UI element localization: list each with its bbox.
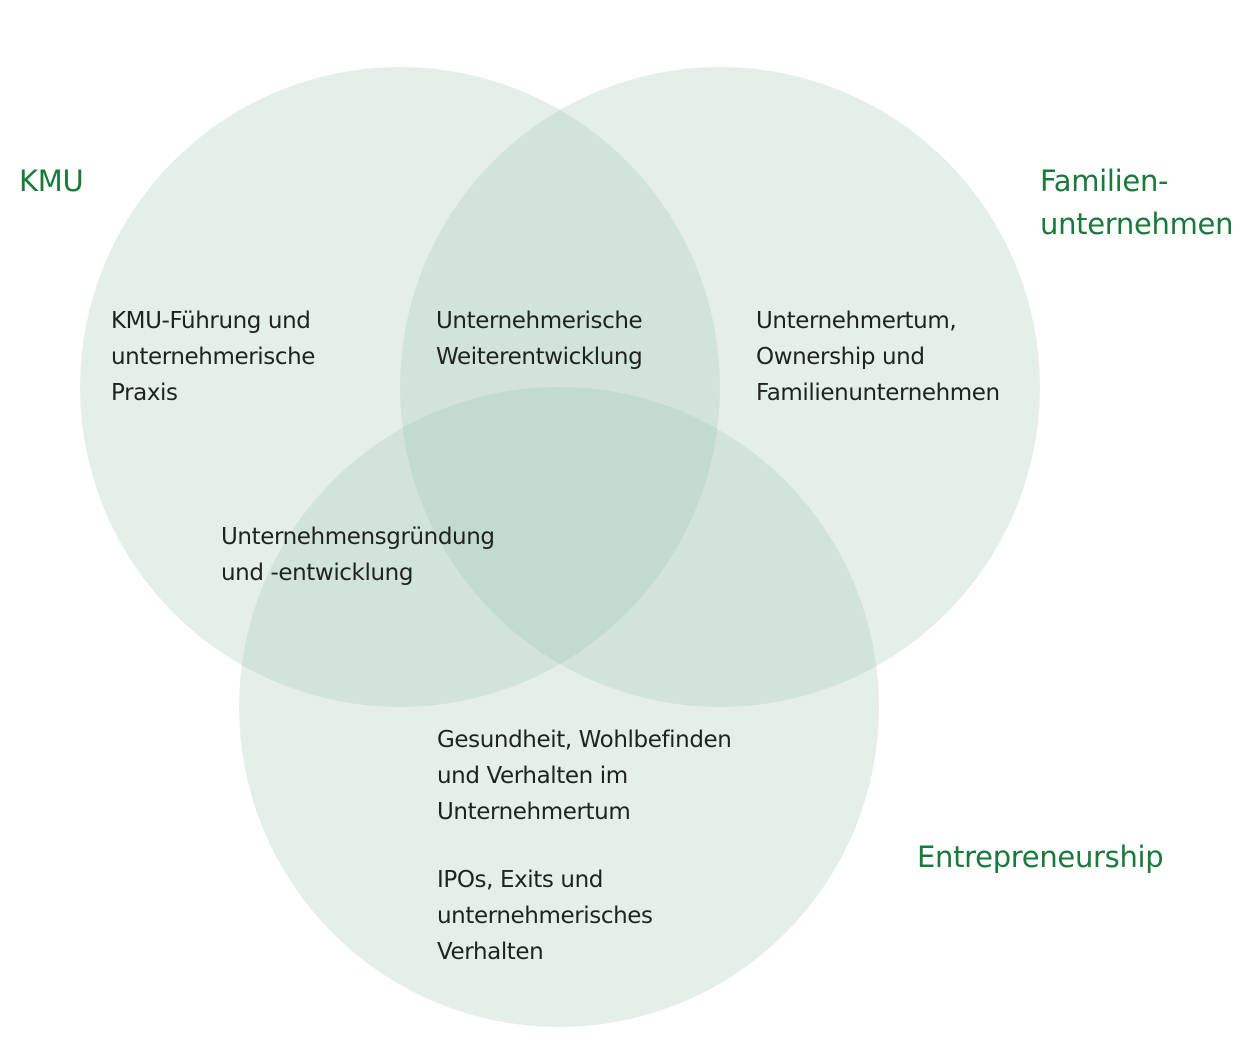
region-entrepreneurship-health: Gesundheit, Wohlbefinden und Verhalten i… <box>437 727 732 825</box>
set-label-familienunternehmen: Familien- unternehmen <box>1040 164 1234 241</box>
circle-kmu <box>80 67 720 707</box>
set-label-kmu: KMU <box>19 164 84 198</box>
region-entrepreneurship-ipos: IPOs, Exits und unternehmerisches Verhal… <box>437 867 653 965</box>
circle-entrepreneurship <box>239 387 879 1027</box>
region-kmu-only: KMU-Führung und unternehmerische Praxis <box>111 308 316 406</box>
region-kmu-entrepreneurship: Unternehmensgründung und -entwicklung <box>221 524 495 586</box>
circle-familienunternehmen <box>400 67 1040 707</box>
region-kmu-familien: Unternehmerische Weiterentwicklung <box>436 308 643 370</box>
region-familien-only: Unternehmertum, Ownership und Familienun… <box>756 308 1000 406</box>
set-label-entrepreneurship: Entrepreneurship <box>917 840 1164 874</box>
